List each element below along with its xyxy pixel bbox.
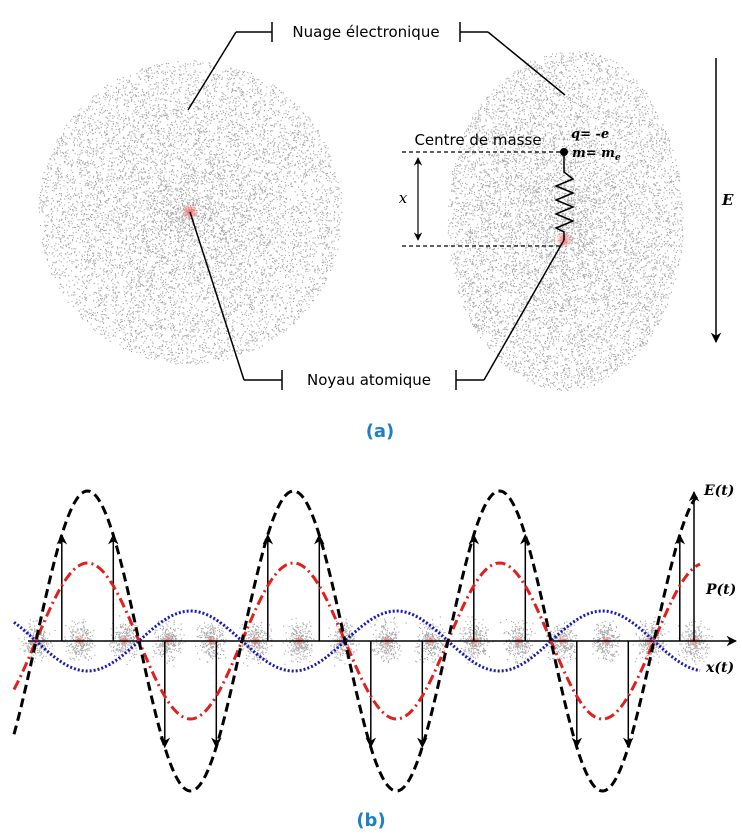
cloud-dots [632,617,670,664]
series-x-label: x(t) [705,660,734,676]
cloud-dots [63,619,96,661]
electron-cloud-right [447,51,684,391]
cloud-dots [109,615,138,666]
panel-b-label: (b) [356,810,385,831]
panel-a: Nuage électronique Noyau atomique Centre… [38,22,734,442]
displacement-label: x [399,189,408,207]
mass-label: m= me [572,146,621,163]
cloud-label: Nuage électronique [292,23,439,41]
atom [369,617,407,663]
nucleus-label-group: Noyau atomique [189,211,565,390]
series-e-curve [12,489,702,793]
mass-label-subscript: e [615,153,621,163]
atom [677,620,713,665]
cloud-label-group: Nuage électronique [187,22,566,111]
atom [63,619,96,661]
cloud-dots [152,618,186,667]
series-p-label: P(t) [705,582,736,598]
mass-label-main: m= m [572,146,615,161]
panel-a-label: (a) [366,421,395,442]
cloud-dots [447,51,684,391]
spring [554,152,575,240]
series-x-curve [13,609,701,673]
series-e-label: E(t) [703,483,734,499]
field-label-a: E [721,191,734,209]
charge-label: q= -e [571,127,609,142]
panel-b: E(t) P(t) x(t) (b) [12,483,738,831]
nucleus-label: Noyau atomique [307,371,431,389]
field-arrow-a: E [710,58,734,344]
field-arrows [56,533,686,749]
atom [152,618,186,667]
series-p-curve [12,561,701,721]
spring-model: Centre de masse x q= -e m= me [399,127,621,247]
center-of-mass-label: Centre de masse [414,131,541,149]
